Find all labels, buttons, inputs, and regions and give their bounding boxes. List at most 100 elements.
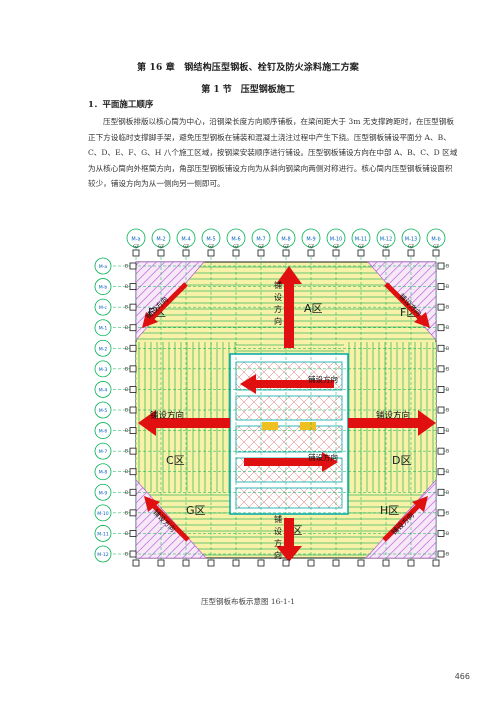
column-marker-right: B — [437, 303, 449, 311]
axis-bubble-left: M-9 — [94, 483, 112, 501]
axis-bubble-top: M-8 — [276, 228, 296, 248]
axis-bubble-left: M-12 — [94, 545, 112, 563]
chapter-title: 第 16 章 钢结构压型钢板、栓钉及防火涂料施工方案 — [137, 63, 359, 73]
svg-text:M-3: M-3 — [99, 367, 108, 373]
svg-text:M-9: M-9 — [306, 237, 315, 243]
column-marker — [207, 559, 215, 567]
column-marker — [407, 559, 415, 567]
column-marker — [332, 559, 340, 567]
svg-text:B: B — [125, 305, 128, 311]
core-cell — [235, 395, 343, 421]
deck-layout-figure: A区 B区 C区 D区 E区 F区 G区 H区 — [94, 222, 462, 582]
vertical-direction-a: 铺 设 方 向 — [274, 280, 282, 326]
figure-caption: 压型钢板布板示意图 16-1-1 — [200, 597, 296, 606]
svg-text:M-11: M-11 — [355, 237, 367, 243]
axis-bubble-left: M-1 — [94, 319, 112, 337]
column-marker: B — [125, 530, 137, 537]
arrow-b-down — [276, 518, 302, 562]
svg-text:B: B — [446, 346, 449, 352]
vertical-char: 方 — [274, 304, 282, 314]
arrow-f-diagonal — [384, 282, 430, 328]
column-marker — [307, 559, 315, 567]
column-marker — [257, 559, 265, 567]
vertical-char: 铺 — [274, 280, 282, 290]
core-cell — [235, 425, 343, 453]
subsection-title: 1．平面施工顺序 — [88, 100, 154, 110]
axis-bubble-left: M-2 — [94, 339, 112, 357]
svg-text:B: B — [446, 531, 449, 537]
axis-bubble-left: M-7 — [94, 442, 112, 460]
column-marker: B — [125, 324, 137, 331]
axis-bubble-top: M-5 — [201, 228, 221, 248]
zone-a-label: A区 — [304, 302, 323, 315]
axis-bubble-left: M-4 — [94, 381, 112, 398]
column-marker-right: B — [437, 365, 449, 372]
svg-text:GZ: GZ — [333, 244, 339, 249]
svg-text:GZ: GZ — [358, 244, 364, 249]
svg-text:B: B — [125, 325, 128, 331]
svg-text:M-10: M-10 — [97, 511, 109, 517]
axis-bubble-left: M-3 — [94, 360, 112, 378]
axis-bubble-top: M-9 — [301, 228, 321, 248]
column-marker-right: B — [437, 406, 449, 414]
column-marker — [382, 559, 390, 567]
direction-label-core-top: 铺设方向 — [308, 374, 338, 384]
svg-text:B: B — [446, 284, 449, 290]
arrow-core-right — [244, 452, 338, 472]
axis-bubble-top: M-2 — [151, 228, 171, 248]
column-marker: GZ — [307, 244, 315, 257]
svg-text:GZ: GZ — [308, 244, 314, 249]
svg-text:B: B — [125, 531, 128, 537]
svg-text:GZ: GZ — [133, 244, 139, 249]
svg-text:GZ: GZ — [433, 244, 439, 249]
axis-bubble-top: M-b — [426, 228, 446, 248]
svg-text:M-7: M-7 — [256, 237, 265, 243]
column-marker-right: B — [437, 468, 449, 475]
column-marker — [132, 559, 140, 567]
column-marker-right: B — [437, 530, 449, 537]
axis-bubble-top: M-12 — [376, 228, 396, 248]
zone-h-label: H区 — [380, 504, 399, 517]
vertical-char: 铺 — [274, 514, 282, 524]
column-marker: B — [125, 550, 137, 558]
svg-text:M-a: M-a — [131, 237, 140, 243]
svg-text:M-6: M-6 — [231, 237, 240, 243]
svg-text:B: B — [125, 428, 128, 434]
svg-text:GZ: GZ — [233, 244, 239, 249]
svg-text:M-2: M-2 — [99, 346, 108, 352]
column-marker: GZ — [232, 244, 240, 257]
axis-bubble-left: M-6 — [94, 422, 112, 439]
column-marker: GZ — [332, 244, 340, 257]
svg-text:B: B — [446, 366, 449, 372]
arrow-g-diagonal — [144, 496, 190, 542]
svg-text:M-a: M-a — [99, 264, 108, 270]
column-marker: B — [125, 365, 137, 372]
svg-text:M-5: M-5 — [206, 237, 215, 243]
column-marker: GZ — [432, 244, 440, 257]
svg-text:M-b: M-b — [431, 237, 440, 243]
column-marker-right: B — [437, 344, 449, 352]
svg-text:M-9: M-9 — [99, 490, 108, 496]
svg-text:GZ: GZ — [258, 244, 264, 249]
svg-text:B: B — [125, 387, 128, 393]
zone-d-label: D区 — [392, 454, 411, 467]
column-marker: B — [125, 262, 137, 270]
zone-g-label: G区 — [186, 504, 206, 517]
core-mark — [300, 422, 316, 430]
column-marker: B — [125, 427, 137, 434]
column-marker-right: B — [437, 509, 449, 516]
column-marker: B — [125, 283, 137, 290]
column-marker: B — [125, 468, 137, 475]
svg-text:B: B — [125, 346, 128, 352]
svg-text:B: B — [446, 449, 449, 455]
floor-plan-drawing: A区 B区 C区 D区 E区 F区 G区 H区 — [94, 228, 449, 567]
svg-text:B: B — [446, 325, 449, 331]
svg-text:M-4: M-4 — [99, 387, 108, 393]
column-marker: GZ — [407, 244, 415, 257]
svg-text:GZ: GZ — [183, 244, 189, 249]
svg-text:B: B — [446, 408, 449, 414]
left-axis-bubbles: M-aM-bM-cM-1M-2M-3M-4M-5M-6M-7M-8M-9M-10… — [94, 257, 112, 563]
arrow-e-diagonal — [142, 282, 188, 328]
svg-text:B: B — [446, 387, 449, 393]
